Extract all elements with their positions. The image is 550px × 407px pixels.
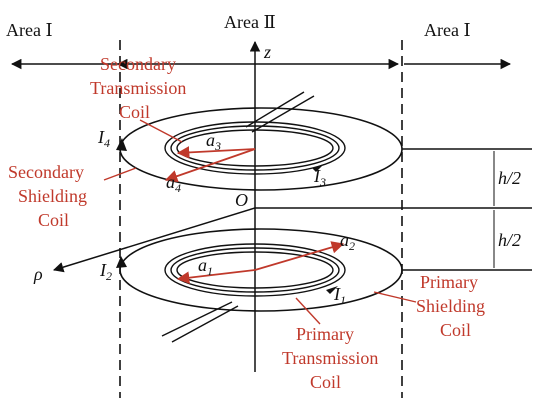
primary-transmission-coil-inner: [176, 251, 334, 289]
area-label-left: Area Ⅰ: [6, 20, 53, 40]
rho-axis: [52, 207, 256, 273]
svg-text:Shielding: Shielding: [18, 186, 87, 206]
radius-vector-a3: [176, 146, 256, 159]
radius-label-a3: a3: [206, 130, 221, 153]
label-primary-shielding-coil: Primary Shielding Coil: [416, 272, 485, 340]
leader-secondary-shielding-coil: [103, 167, 137, 181]
secondary-lead-wire-2: [251, 95, 315, 133]
svg-text:Coil: Coil: [310, 372, 341, 392]
label-primary-transmission-coil: Primary Transmission Coil: [282, 324, 378, 392]
primary-lead-wire-1: [161, 301, 233, 337]
current-arrow-I2: [116, 256, 127, 268]
current-label-I2: I2: [99, 260, 112, 283]
primary-transmission-coil-outer: [164, 243, 346, 297]
z-axis-label: z: [263, 42, 271, 62]
secondary-lead-wire-1: [245, 91, 305, 128]
radius-label-a2: a2: [340, 230, 355, 253]
leader-primary-shielding-coil: [373, 291, 417, 303]
leader-primary-transmission-coil: [295, 297, 321, 325]
svg-text:Primary: Primary: [296, 324, 354, 344]
radius-vector-a4: [164, 148, 256, 183]
radius-label-a1: a1: [198, 255, 213, 278]
current-arrow-I3: [312, 164, 324, 172]
svg-text:Coil: Coil: [119, 102, 150, 122]
current-label-I1: I1: [333, 284, 346, 307]
secondary-transmission-coil-mid: [170, 125, 340, 171]
dim-lower-label: h/2: [498, 230, 521, 250]
current-arrow-I1: [326, 286, 338, 294]
current-arrow-I4: [116, 138, 127, 151]
radius-vector-a1: [176, 269, 256, 284]
radius-vector-a2: [254, 241, 345, 271]
rho-axis-label: ρ: [33, 264, 43, 284]
area-label-center: Area Ⅱ: [224, 12, 276, 32]
radius-label-a4: a4: [166, 172, 181, 195]
dim-upper-label: h/2: [498, 168, 521, 188]
label-secondary-transmission-coil: Secondary Transmission Coil: [90, 54, 186, 122]
leader-secondary-transmission-coil: [139, 119, 183, 143]
primary-shielding-coil: [119, 228, 403, 312]
svg-text:Transmission: Transmission: [282, 348, 378, 368]
primary-lead-wire-2: [171, 305, 239, 343]
svg-text:Coil: Coil: [440, 320, 471, 340]
area-label-right: Area Ⅰ: [424, 20, 471, 40]
primary-transmission-coil-mid: [170, 247, 340, 293]
current-label-I3: I3: [313, 166, 326, 189]
svg-text:Secondary: Secondary: [100, 54, 176, 74]
origin-label: O: [235, 190, 248, 210]
current-label-I4: I4: [97, 127, 110, 150]
label-secondary-shielding-coil: Secondary Shielding Coil: [8, 162, 87, 230]
svg-text:Coil: Coil: [38, 210, 69, 230]
secondary-shielding-coil: [119, 107, 403, 191]
svg-text:Shielding: Shielding: [416, 296, 485, 316]
svg-text:Secondary: Secondary: [8, 162, 84, 182]
svg-text:Transmission: Transmission: [90, 78, 186, 98]
svg-text:Primary: Primary: [420, 272, 478, 292]
